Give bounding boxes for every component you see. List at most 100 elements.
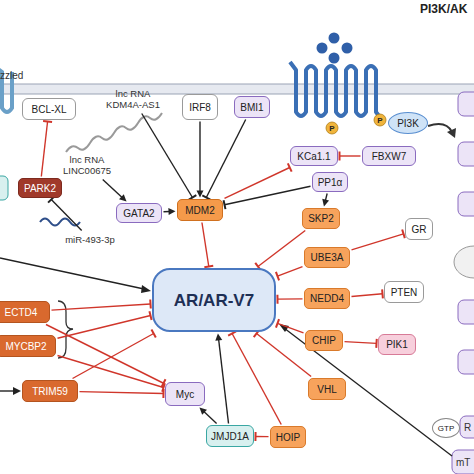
receptor-box: AR/AR-V7 (152, 268, 276, 332)
inhibition-bar (43, 121, 52, 122)
connector-line (219, 339, 229, 423)
arrow-head (168, 208, 175, 215)
inhibition-edge (202, 223, 213, 268)
connector-line (51, 200, 81, 231)
node-text: BCL-XL (31, 104, 66, 115)
phosphate-label: P (374, 115, 386, 126)
node-text: UBE3A (311, 252, 344, 263)
connector-line (278, 298, 303, 300)
inhibition-edge (276, 267, 303, 281)
phosphate-circle (374, 114, 386, 126)
arrow-head (119, 194, 127, 201)
ligand-ball (329, 53, 340, 64)
node-text: HOIP (276, 432, 300, 443)
e3-ligase-box: UBE3A (304, 247, 350, 268)
inhibition-bar (254, 432, 256, 441)
activation-edge (215, 334, 228, 424)
node-text: GTP (438, 423, 454, 434)
phosphate-label: P (326, 123, 338, 134)
arrow-head (447, 128, 456, 138)
inhibition-edge (80, 389, 164, 398)
inhibition-edge (224, 186, 311, 209)
lncrna-label: lnc RNA LINC00675 (52, 152, 122, 178)
node-text: NEDD4 (310, 293, 344, 304)
protein-box: FBXW7 (362, 146, 416, 166)
cut-box (0, 176, 8, 200)
inhibition-bar (224, 200, 226, 209)
connector-line (52, 304, 151, 310)
receptor-name: zzled (0, 70, 23, 81)
e3-ligase-box: ECTD4 (0, 301, 50, 323)
node-text: SKP2 (308, 213, 334, 224)
ligand-ball (329, 33, 340, 44)
mirna-label: miR-493-3p (55, 232, 125, 246)
connector-line (225, 168, 290, 199)
e3-ligase-box: TRIM59 (22, 380, 78, 402)
connector-line (199, 122, 200, 192)
inhibition-bar (204, 266, 213, 267)
inhibition-bar (151, 330, 155, 338)
cut-name: mT (456, 457, 470, 468)
activation-line (284, 328, 452, 456)
inhibition-bar (288, 163, 292, 171)
cut-box (452, 450, 474, 474)
inhibition-edge (73, 330, 156, 379)
kinase-box: PIK1 (378, 334, 416, 355)
lncrna-label: lnc RNA KDM4A-AS1 (100, 86, 166, 112)
node-text: PARK2 (24, 183, 56, 194)
connector-line (278, 323, 304, 333)
node-text: MYCBP2 (5, 341, 46, 352)
e3-ligase-box: VHL (308, 378, 346, 400)
connector-line (258, 231, 305, 267)
node-text: IRF8 (189, 102, 211, 113)
connector-line (256, 436, 269, 438)
arrow-head (322, 199, 329, 207)
e3-ligase-box: PARK2 (18, 178, 62, 198)
connector-line (73, 334, 154, 379)
inhibition-edge (352, 230, 405, 250)
node-text: AR/AR-V7 (174, 291, 254, 310)
demethylase-box: JMJD1A (206, 425, 254, 447)
node-text: GR (412, 224, 427, 235)
receptor-symbol (290, 62, 382, 120)
inhibition-edge (52, 299, 151, 310)
node-text: PTEN (391, 287, 418, 298)
node-text: PIK1 (386, 339, 408, 350)
e3-ligase-box: HOIP (270, 426, 306, 448)
cut-name: R (464, 422, 471, 433)
connector-line (46, 325, 164, 384)
inhibition-edge (254, 330, 311, 377)
node-text: CHIP (312, 335, 336, 346)
node-text: MDM2 (185, 205, 214, 216)
e3-ligase-box: NEDD4 (304, 288, 350, 309)
connector-line (202, 223, 209, 267)
node-text: Myc (176, 389, 194, 400)
node-text: ECTD4 (5, 307, 38, 318)
protein-box: GR (405, 218, 433, 240)
cut-box (458, 300, 474, 324)
panel-heading: PI3K/AK (420, 4, 467, 15)
connector-line (325, 194, 327, 201)
connector-line (345, 342, 377, 344)
connector-line (340, 155, 361, 156)
ligand-ball (317, 43, 328, 54)
node-text: TRIM59 (32, 386, 68, 397)
rna-strand (66, 113, 162, 152)
connector-line (225, 186, 311, 205)
inhibition-edge (352, 289, 383, 298)
ligand-ball (342, 43, 353, 54)
cut-box (458, 142, 474, 166)
e3-ligase-box: SKP2 (302, 208, 340, 229)
connector-line (278, 267, 303, 276)
node-text: JMJD1A (211, 431, 249, 442)
inhibition-edge (345, 339, 377, 348)
inhibition-edge (277, 295, 302, 304)
connector-line (58, 316, 151, 339)
membrane-edge (0, 94, 474, 95)
inhibition-edge (255, 432, 268, 441)
activation-edge (199, 408, 216, 424)
activation-line (0, 390, 14, 391)
gtp-circle: GTP (432, 418, 460, 438)
connector-line (142, 114, 193, 198)
